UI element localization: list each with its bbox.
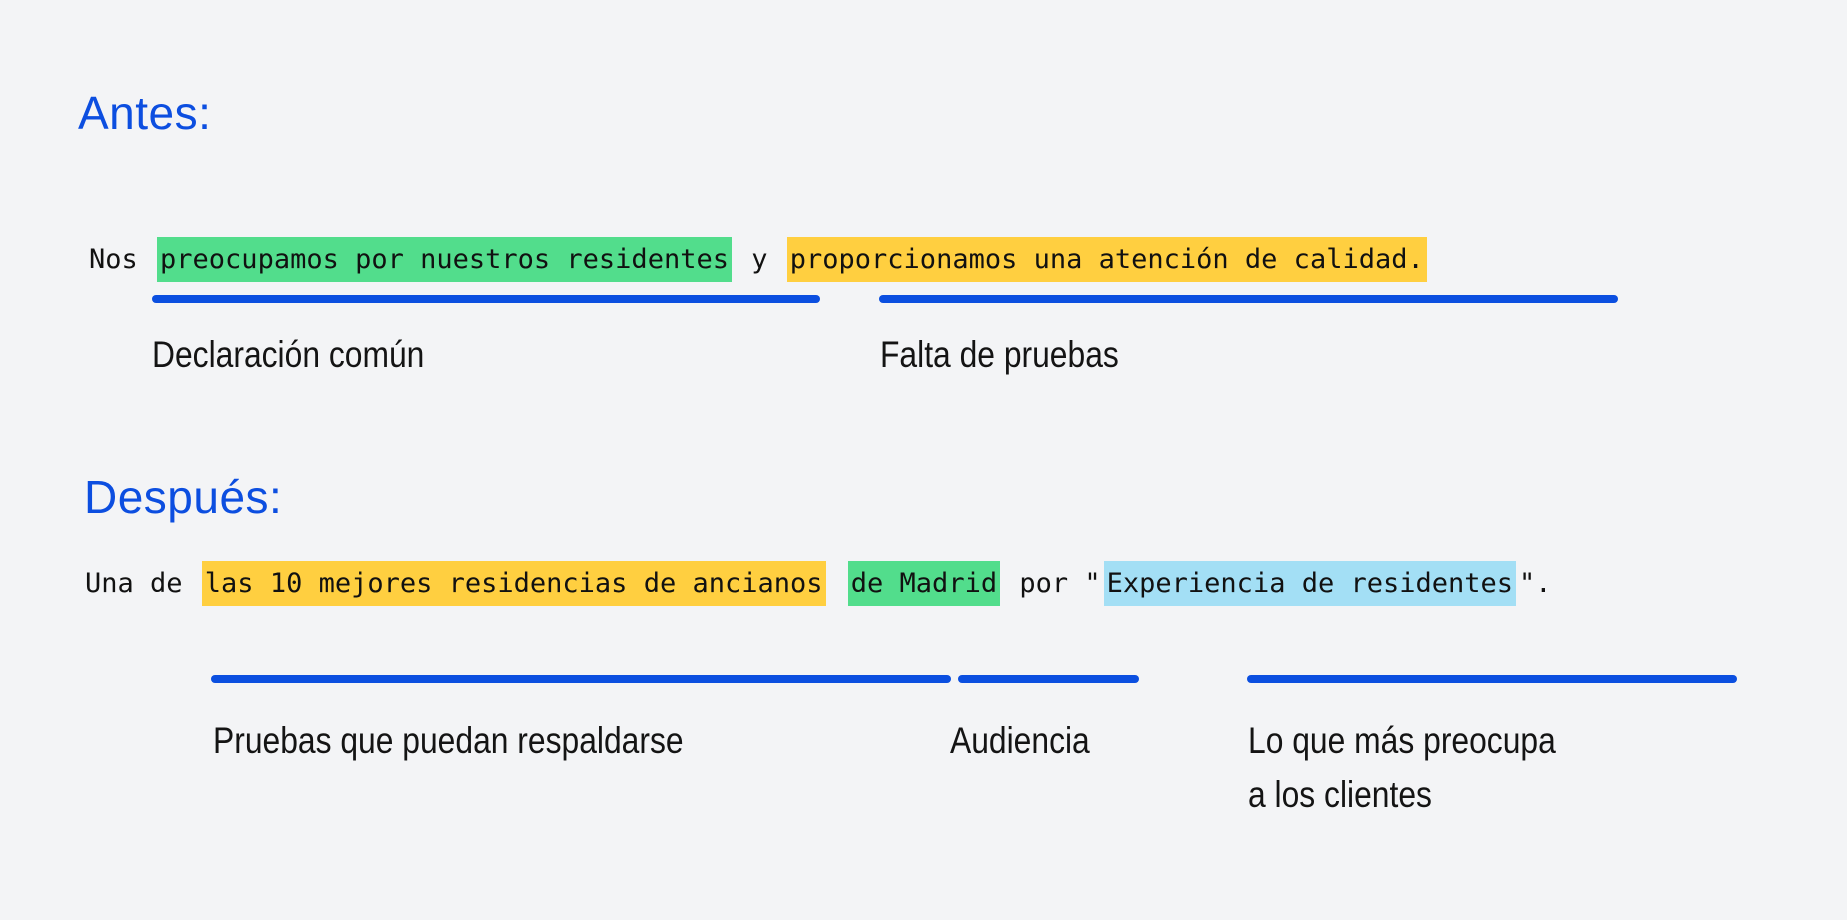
sentence-before: Nos preocupamos por nuestros residentes … bbox=[86, 237, 1427, 282]
underline-bar-before-1 bbox=[152, 295, 820, 303]
section-heading-after: Después: bbox=[84, 471, 283, 523]
sentence-before-segment-1-highlight-green: preocupamos por nuestros residentes bbox=[157, 237, 732, 282]
sentence-after-segment-2 bbox=[826, 561, 848, 606]
section-heading-before: Antes: bbox=[78, 87, 212, 139]
sentence-after: Una de las 10 mejores residencias de anc… bbox=[82, 561, 1555, 606]
sentence-after-segment-3-highlight-green: de Madrid bbox=[847, 561, 1001, 606]
annotation-label-after-2: Audiencia bbox=[950, 720, 1090, 761]
sentence-after-segment-1-highlight-yellow: las 10 mejores residencias de ancianos bbox=[201, 561, 826, 606]
underline-bar-after-2 bbox=[958, 675, 1139, 683]
sentence-after-segment-4: por " bbox=[1003, 568, 1101, 599]
underline-bar-after-3 bbox=[1247, 675, 1737, 683]
sentence-after-segment-5-highlight-blue: Experiencia de residentes bbox=[1103, 561, 1517, 606]
sentence-after-segment-0: Una de bbox=[85, 568, 199, 599]
annotation-label-after-3: Lo que más preocupa a los clientes bbox=[1248, 720, 1556, 815]
sentence-before-segment-0: Nos bbox=[89, 244, 155, 275]
annotation-label-before-2: Falta de pruebas bbox=[880, 334, 1119, 375]
sentence-before-segment-2: y bbox=[734, 244, 784, 275]
underline-bar-before-2 bbox=[879, 295, 1618, 303]
sentence-before-segment-3-highlight-yellow: proporcionamos una atención de calidad. bbox=[786, 237, 1427, 282]
sentence-after-segment-6: ". bbox=[1519, 568, 1552, 599]
annotation-label-before-1: Declaración común bbox=[152, 334, 425, 375]
annotation-label-after-1: Pruebas que puedan respaldarse bbox=[213, 720, 684, 761]
underline-bar-after-1 bbox=[211, 675, 951, 683]
